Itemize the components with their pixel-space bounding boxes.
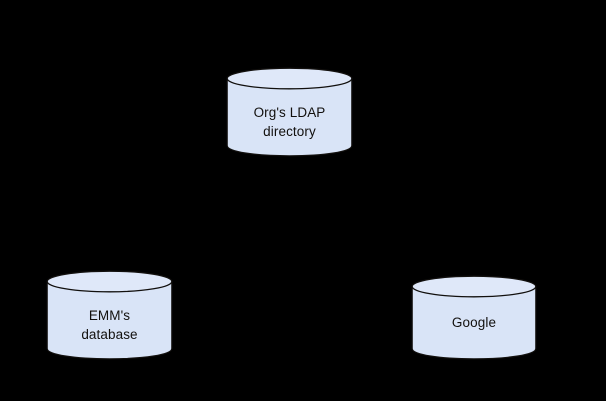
database-node-emm[interactable]: EMM's database: [46, 270, 173, 360]
database-cylinder-icon: [46, 270, 173, 360]
database-cylinder-icon: [411, 275, 537, 360]
database-node-google[interactable]: Google: [411, 275, 537, 360]
database-node-ldap[interactable]: Org's LDAP directory: [226, 67, 353, 157]
database-cylinder-icon: [226, 67, 353, 157]
